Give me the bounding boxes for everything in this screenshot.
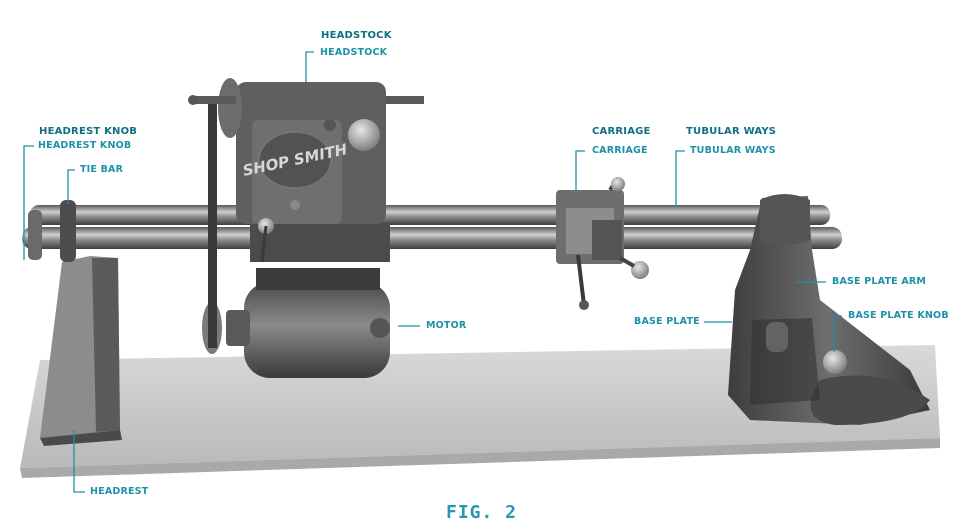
label-tie-bar: TIE BAR xyxy=(80,164,124,175)
label-headrest: HEADREST xyxy=(90,486,149,497)
leader-carriage xyxy=(575,150,585,190)
headrest-knob xyxy=(28,200,76,262)
leader-headstock xyxy=(305,51,314,82)
leader-headrest xyxy=(73,430,85,493)
tubular-ways xyxy=(22,205,842,249)
label-headstock: HEADSTOCK xyxy=(320,47,388,58)
label-headrest-knob: HEADREST KNOB xyxy=(38,140,132,151)
label-carriage: CARRIAGE xyxy=(592,145,648,156)
drive-belt xyxy=(208,96,217,348)
leader-base-plate-knob xyxy=(833,315,842,352)
label-motor: MOTOR xyxy=(426,320,467,331)
leader-tie-bar xyxy=(67,169,75,204)
figure-caption: FIG. 2 xyxy=(446,502,518,523)
label-top-headstock: HEADSTOCK xyxy=(321,30,392,41)
motor xyxy=(202,268,390,378)
label-top-headrest-knob: HEADREST KNOB xyxy=(39,126,138,137)
label-top-carriage: CARRIAGE xyxy=(592,126,651,137)
base-plate-assembly xyxy=(728,194,930,425)
headrest-stand xyxy=(40,256,122,446)
label-tubular-ways: TUBULAR WAYS xyxy=(690,145,776,156)
label-base-plate: BASE PLATE xyxy=(634,316,700,327)
leader-tubular-ways xyxy=(675,150,685,207)
label-top-tubular-ways: TUBULAR WAYS xyxy=(686,126,777,137)
label-base-plate-arm: BASE PLATE ARM xyxy=(832,276,927,287)
label-base-plate-knob: BASE PLATE KNOB xyxy=(848,310,949,321)
leader-lines xyxy=(23,51,842,493)
leader-headrest-knob xyxy=(23,145,34,260)
base-board xyxy=(20,345,940,478)
carriage xyxy=(556,176,649,310)
